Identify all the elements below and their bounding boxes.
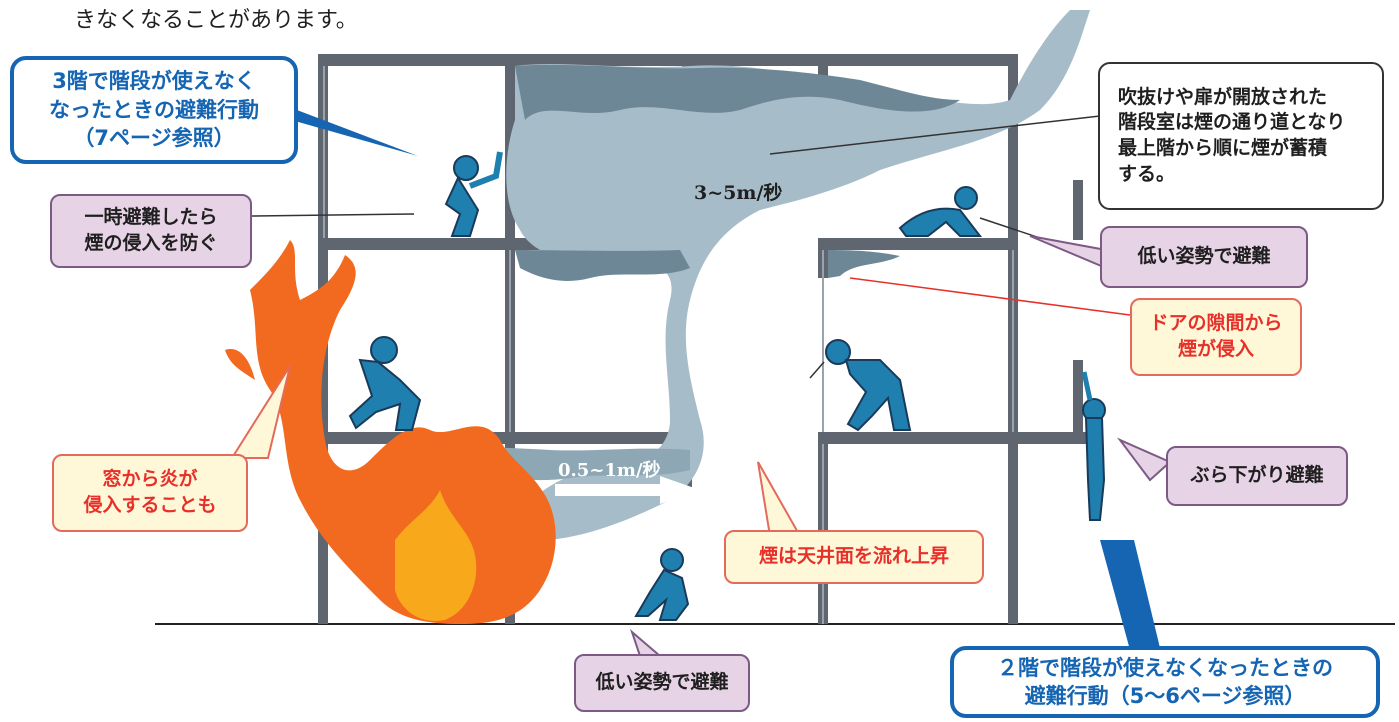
intro-text: きなくなることがあります。: [74, 8, 358, 33]
person-sealing-door: [444, 151, 503, 237]
horizontal-smoke-speed: 0.5~1m/秒: [558, 460, 661, 481]
people: [348, 151, 1106, 621]
vertical-smoke-speed: 3~5m/秒: [694, 182, 783, 204]
callout-stairwell-smoke: 吹抜けや扉が開放された 階段室は煙の通り道となり 最上階から順に煙が蓄積 する。: [1098, 62, 1384, 210]
smoke-arrows: [555, 222, 767, 504]
callout-second-floor-action: ２階で階段が使えなくなったときの 避難行動（5～6ページ参照）: [950, 646, 1380, 718]
callout-third-floor-action: 3階で階段が使えなく なったときの避難行動 （7ページ参照）: [10, 56, 298, 164]
callout-window-flames: 窓から炎が 侵入することも: [52, 454, 248, 532]
person-crawling-upper: [898, 186, 983, 237]
callout-temporary-refuge: 一時避難したら 煙の侵入を防ぐ: [50, 194, 252, 268]
smoke-plume: [440, 10, 1090, 540]
red-pointer-lines: [849, 277, 1131, 316]
person-crouching-ground: [634, 548, 690, 621]
callout-low-posture-upper: 低い姿勢で避難: [1100, 226, 1308, 288]
callout-hanging-escape: ぶら下がり避難: [1166, 446, 1348, 506]
person-fleeing-fire: [348, 336, 422, 431]
callout-smoke-rises: 煙は天井面を流れ上昇: [724, 530, 984, 584]
person-pushing-door: [825, 339, 912, 432]
callout-low-posture-ground: 低い姿勢で避難: [574, 654, 750, 712]
flames: [225, 240, 556, 624]
callout-door-gap-smoke: ドアの隙間から 煙が侵入: [1130, 298, 1302, 376]
person-hanging: [1081, 371, 1106, 521]
